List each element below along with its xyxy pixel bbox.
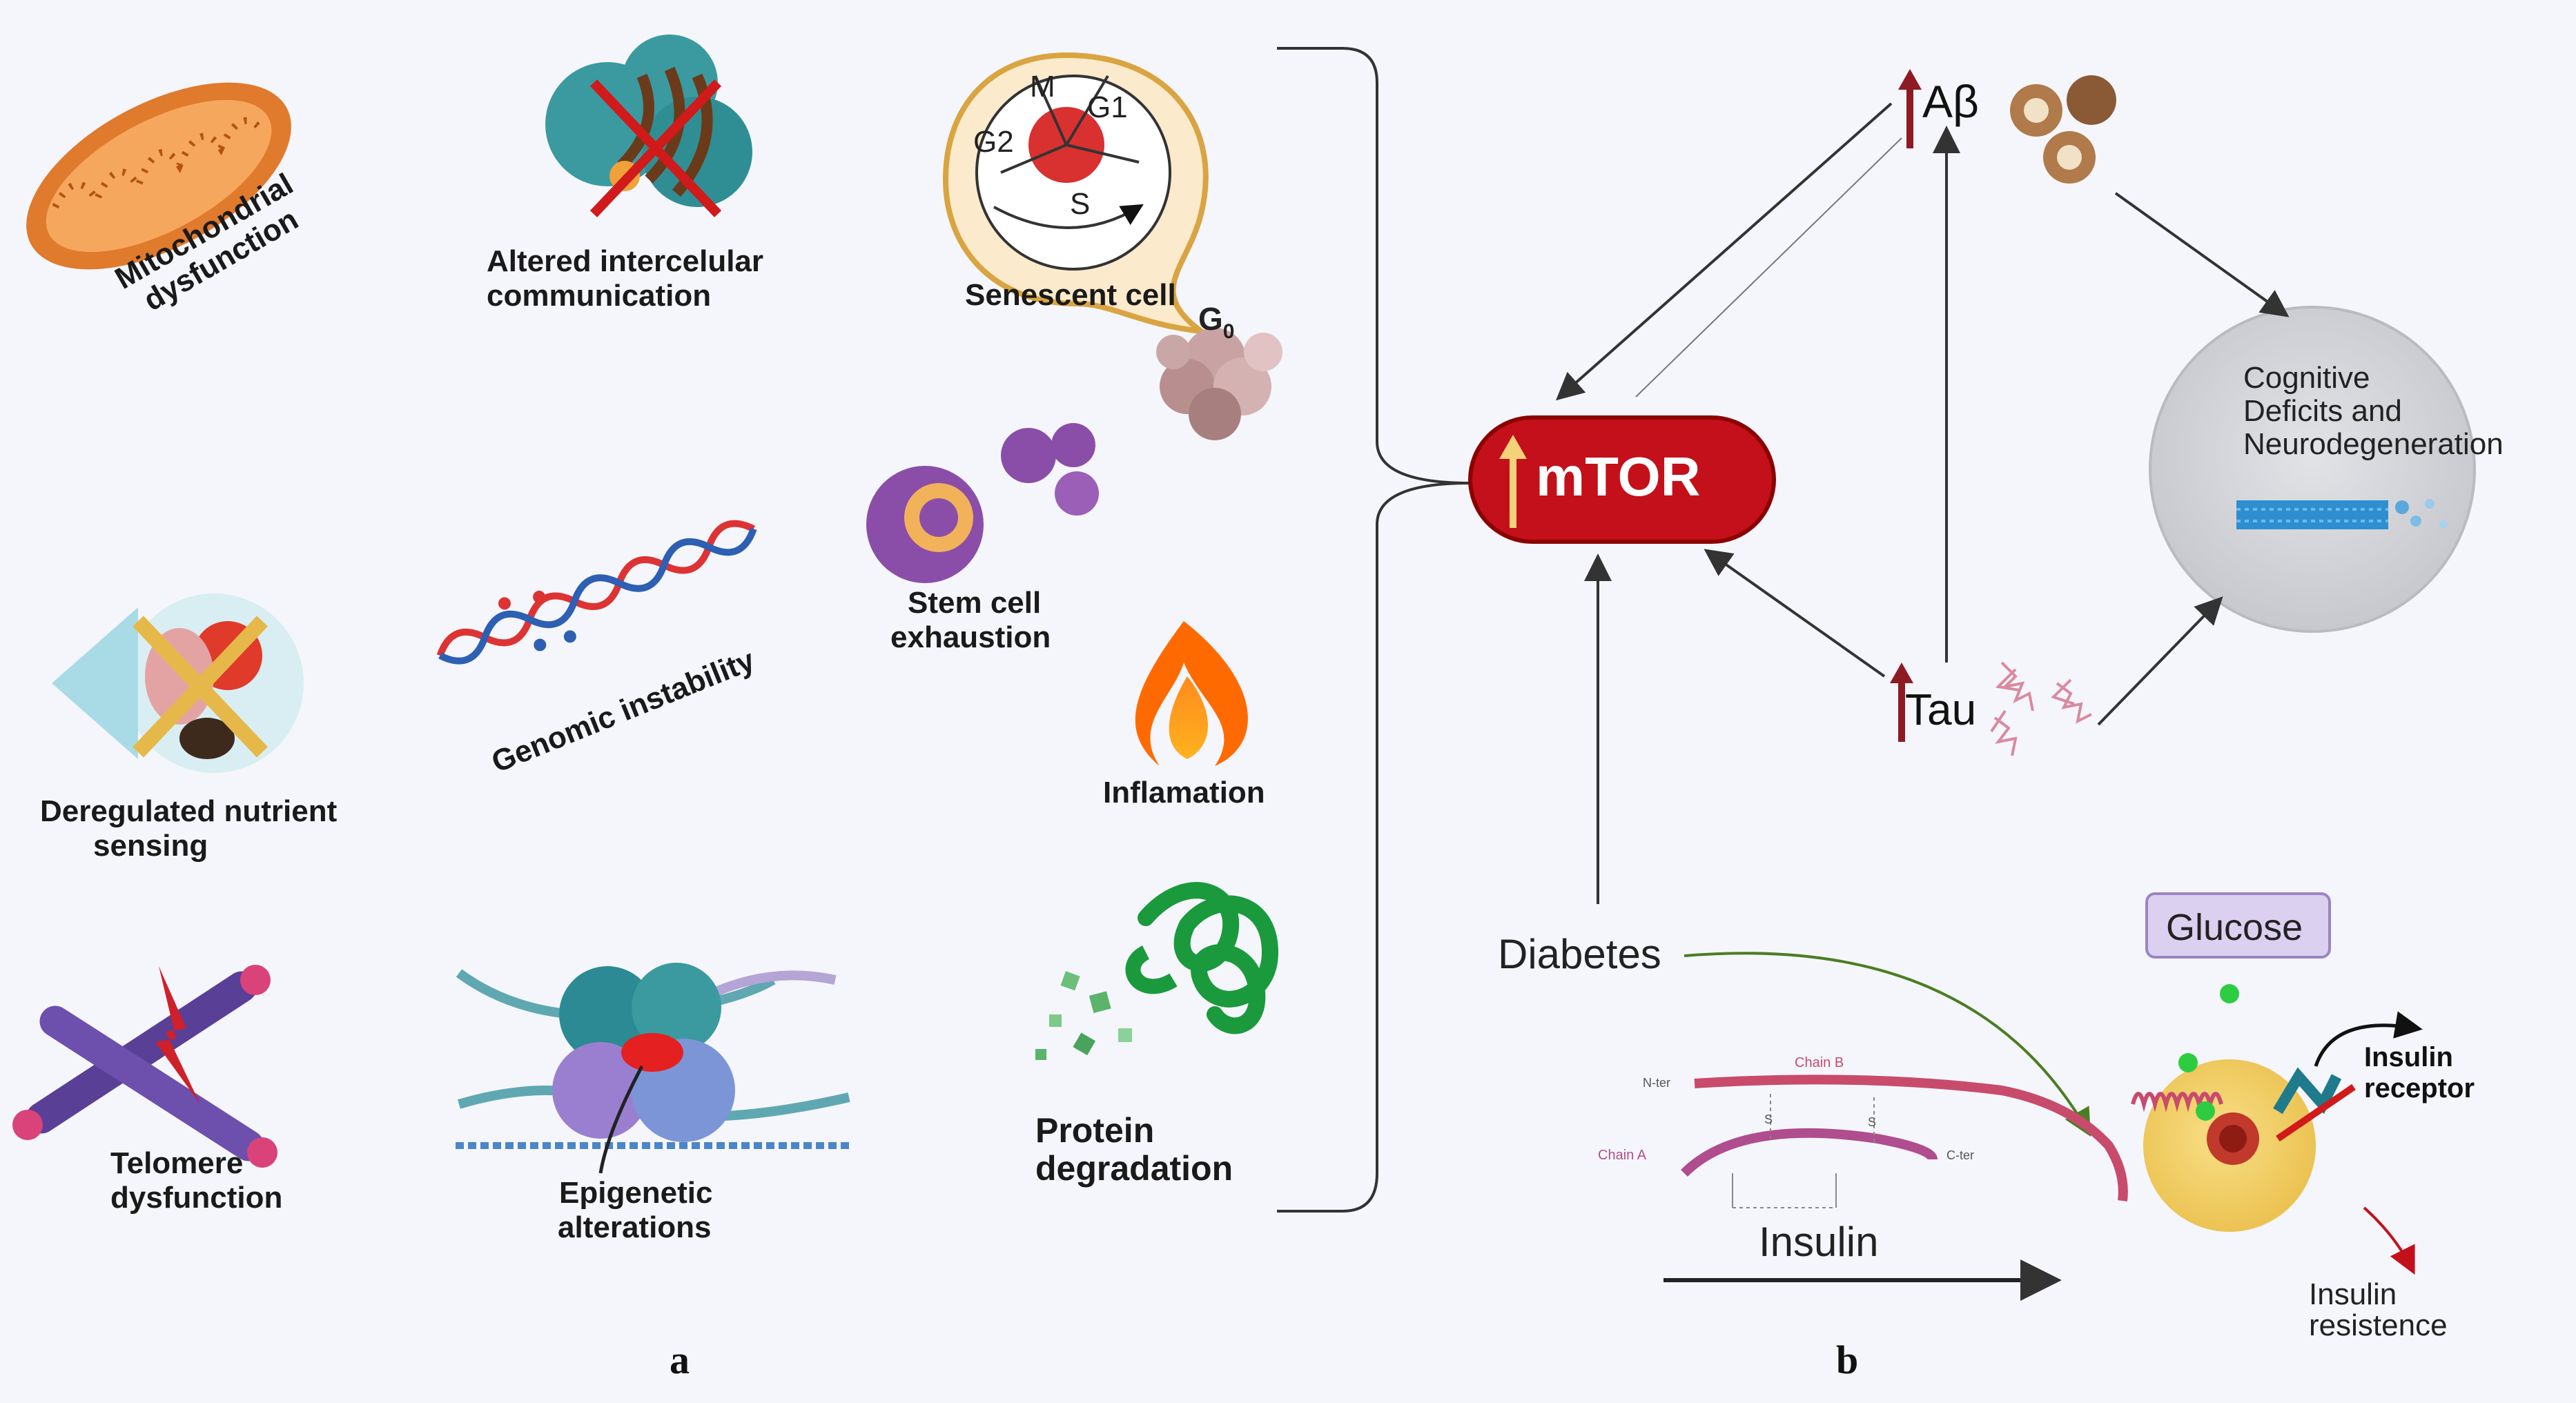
glucose-label: Glucose: [2166, 907, 2303, 948]
disulfide-2: S: [1868, 1115, 1876, 1129]
stem-cell-label-line1: Stem cell: [908, 586, 1041, 620]
inflammation-label: Inflamation: [1103, 776, 1265, 810]
panel-label-a: a: [670, 1337, 690, 1382]
resistance-label-line2: resistence: [2309, 1308, 2448, 1342]
tau-tangles: [1990, 661, 2092, 756]
mtor-node: [1468, 415, 1776, 544]
nutrient-label-line1: Deregulated nutrient: [40, 794, 338, 828]
tau-up-arrow: [1890, 663, 1913, 742]
chromosome-illustration: [12, 965, 277, 1168]
cognitive-label-line1: Cognitive: [2243, 361, 2370, 395]
receptor-label-line1: Insulin: [2364, 1042, 2453, 1072]
glucose-box: [2145, 892, 2331, 959]
abeta-up-arrow: [1898, 69, 1922, 148]
cycle-g2: G2: [973, 125, 1014, 159]
g0-subscript: 0: [1223, 320, 1235, 343]
genomic-instability-label: Genomic instability: [487, 643, 759, 780]
disulfide-1: S: [1764, 1112, 1773, 1126]
intercellular-label-line2: communication: [487, 279, 711, 313]
cycle-g1: G1: [1087, 90, 1128, 124]
neurodegeneration-node: [2149, 306, 2476, 633]
epigenetic-label-line1: Epigenetic: [559, 1176, 713, 1210]
cell-cycle-bubble: [942, 52, 1211, 335]
mtor-label: mTOR: [1536, 446, 1701, 507]
nutrient-illustration: [52, 593, 304, 773]
insulin-chains: [1681, 1075, 2128, 1208]
telomere-label-line1: Telomere: [110, 1146, 243, 1180]
intercellular-label-line1: Altered intercelular: [487, 244, 763, 278]
nucleosome-illustration: [456, 963, 850, 1174]
nutrient-label-line2: sensing: [93, 829, 208, 863]
dna-helix-illustration: [436, 520, 757, 665]
cognitive-label-line2: Deficits and: [2243, 394, 2402, 428]
abeta-label: Aβ: [1922, 76, 1979, 127]
protein-illustration: [1035, 882, 1279, 1060]
diabetes-label: Diabetes: [1498, 931, 1661, 977]
g0-letter: G: [1198, 301, 1223, 337]
telomere-label-line2: dysfunction: [110, 1181, 282, 1215]
stem-cell-label-line2: exhaustion: [890, 620, 1051, 654]
protein-label-line1: Protein: [1035, 1111, 1154, 1150]
senescent-cell-label: Senescent cell: [965, 278, 1176, 312]
network-arrows: [1556, 102, 2423, 1301]
resistance-label-line1: Insulin: [2309, 1277, 2397, 1311]
tau-label: Tau: [1905, 685, 1976, 734]
mitochondrion-illustration: [26, 82, 291, 270]
chain-b-label: Chain B: [1795, 1055, 1844, 1070]
chain-b-terminus: N-ter: [1643, 1076, 1670, 1090]
cycle-m: M: [1030, 70, 1055, 104]
receptor-label-line2: receptor: [2364, 1073, 2475, 1103]
cycle-s: S: [1070, 187, 1090, 221]
bracket: [1277, 47, 1471, 1213]
cognitive-label-line3: Neurodegeneration: [2243, 427, 2504, 461]
insulin-receptor-cell: [2131, 984, 2356, 1232]
chain-a-label: Chain A: [1598, 1148, 1647, 1163]
intercellular-communication-illustration: [545, 35, 752, 217]
senescent-debris-cluster: [1156, 328, 1282, 440]
panel-label-b: b: [1836, 1337, 1858, 1382]
flame-icon: [1135, 621, 1248, 766]
protein-label-line2: degradation: [1035, 1149, 1233, 1188]
stem-cell-illustration: [866, 423, 1099, 583]
chain-a-terminus: C-ter: [1946, 1148, 1974, 1162]
g0-label: G0: [1198, 301, 1234, 343]
epigenetic-label-line2: alterations: [558, 1210, 712, 1244]
amyloid-plaques: [2010, 75, 2116, 184]
insulin-label: Insulin: [1759, 1219, 1878, 1265]
